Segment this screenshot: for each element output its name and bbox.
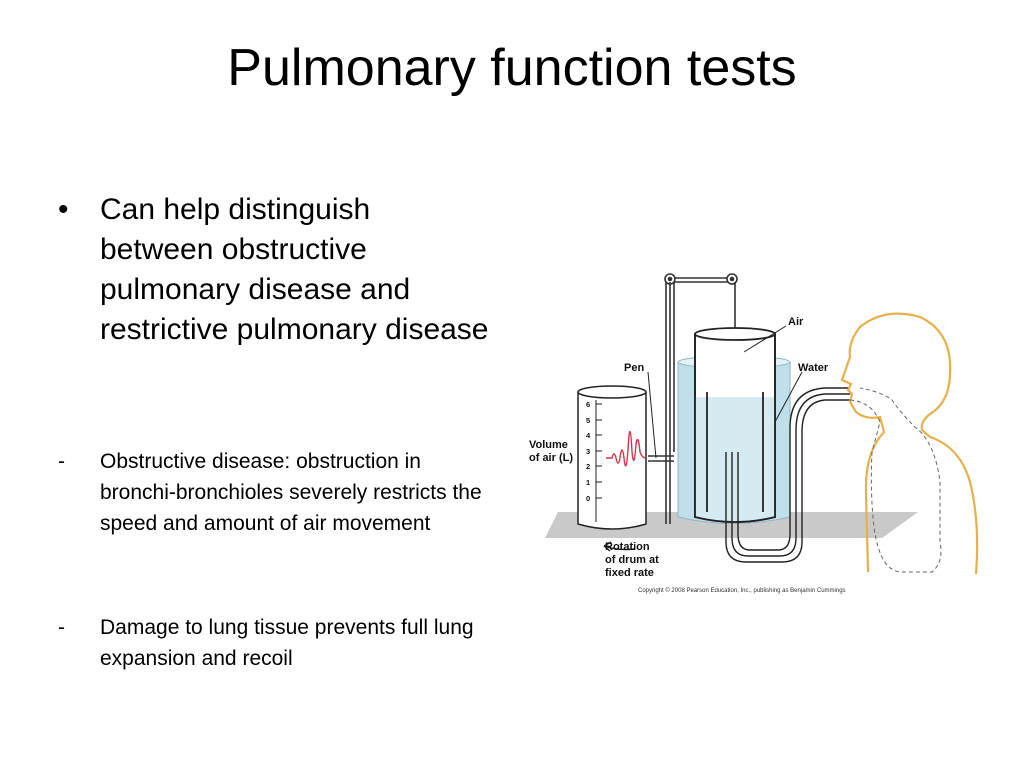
label-pen: Pen — [624, 362, 644, 374]
recording-drum — [577, 385, 647, 530]
copyright-note: Copyright © 2008 Pearson Education, Inc.… — [638, 587, 846, 594]
scale-tick: 5 — [586, 416, 590, 425]
bullet-marker: • — [58, 193, 69, 226]
scale-tick: 0 — [586, 494, 590, 503]
leader-lines — [647, 325, 803, 459]
dash-marker: - — [58, 616, 65, 639]
pulley-assembly — [664, 273, 738, 524]
spirometer-diagram: 6 5 4 3 2 1 0 Air Water Pen Volume of ai… — [529, 273, 979, 594]
pen-arm — [648, 455, 674, 462]
label-rotation: Rotation — [605, 541, 650, 553]
scale-tick: 1 — [586, 478, 590, 487]
label-air: Air — [788, 316, 804, 328]
rotation-arrow — [603, 541, 636, 552]
spirometer-bell — [694, 327, 776, 523]
scale-tick: 6 — [586, 400, 590, 409]
scale-tick: 2 — [586, 462, 590, 471]
human-profile — [840, 312, 979, 575]
label-volume: Volume — [529, 439, 568, 451]
label-water: Water — [798, 362, 829, 374]
volume-trace — [606, 430, 647, 467]
dash-marker: - — [58, 450, 65, 473]
main-bullet-text: Can help distinguish between obstructive… — [100, 193, 489, 346]
sub-item-text: Obstructive disease: obstruction in bron… — [100, 450, 482, 535]
label-rotation: fixed rate — [605, 567, 654, 579]
label-rotation: of drum at — [605, 554, 659, 566]
label-volume: of air (L) — [529, 452, 573, 464]
slide-title: Pulmonary function tests — [227, 39, 797, 97]
sub-item-text: Damage to lung tissue prevents full lung… — [100, 616, 474, 670]
scale-tick: 4 — [586, 431, 591, 440]
breathing-tube — [725, 387, 850, 563]
scale-tick: 3 — [586, 447, 590, 456]
